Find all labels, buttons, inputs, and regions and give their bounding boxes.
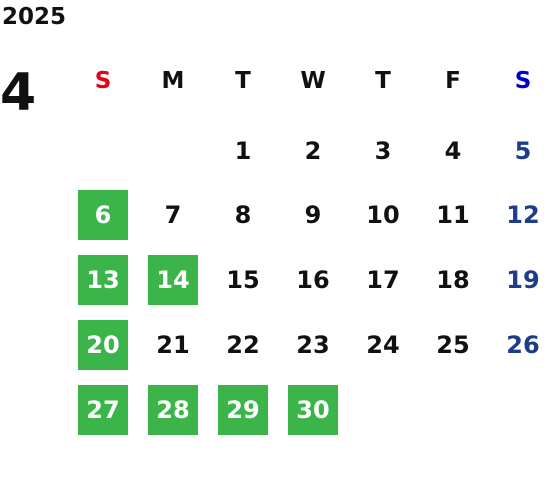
day-number: 9 [304, 201, 322, 229]
calendar-day[interactable]: 7 [138, 190, 208, 240]
calendar-day[interactable]: 9 [278, 190, 348, 240]
weekday-saturday: S [514, 68, 532, 94]
weekday-tuesday: T [235, 68, 251, 94]
day-number: 7 [164, 201, 182, 229]
calendar-empty-cell [68, 126, 138, 176]
calendar-day[interactable]: 14 [138, 255, 208, 305]
day-number: 26 [506, 331, 540, 359]
calendar-day[interactable]: 28 [138, 385, 208, 435]
calendar-day[interactable]: 3 [348, 126, 418, 176]
day-number: 1 [234, 137, 252, 165]
day-number: 12 [506, 201, 540, 229]
day-number: 13 [78, 255, 128, 305]
day-number [358, 385, 408, 435]
calendar-day[interactable]: 6 [68, 190, 138, 240]
calendar-week: 1 2 3 4 5 [68, 126, 548, 176]
day-number [498, 385, 548, 435]
calendar-week: 27 28 29 30 [68, 385, 548, 435]
calendar-day[interactable]: 24 [348, 320, 418, 370]
calendar-empty-cell [348, 385, 418, 435]
calendar-empty-cell [488, 385, 548, 435]
day-number: 3 [374, 137, 392, 165]
weekday-header: S M T W T F S [68, 62, 548, 100]
calendar-day[interactable]: 4 [418, 126, 488, 176]
calendar-day[interactable]: 15 [208, 255, 278, 305]
day-number: 5 [514, 137, 532, 165]
calendar-day[interactable]: 20 [68, 320, 138, 370]
calendar-day[interactable]: 2 [278, 126, 348, 176]
day-number: 4 [444, 137, 462, 165]
calendar-week: 13 14 15 16 17 18 19 [68, 255, 548, 305]
calendar-day[interactable]: 26 [488, 320, 548, 370]
day-number: 20 [78, 320, 128, 370]
weekday-wednesday: W [300, 68, 326, 94]
calendar-day[interactable]: 19 [488, 255, 548, 305]
calendar-day[interactable]: 25 [418, 320, 488, 370]
weekday-thursday: T [375, 68, 391, 94]
calendar-empty-cell [418, 385, 488, 435]
calendar-day[interactable]: 8 [208, 190, 278, 240]
day-number: 21 [156, 331, 190, 359]
calendar-day[interactable]: 5 [488, 126, 548, 176]
day-number: 22 [226, 331, 260, 359]
day-number: 2 [304, 137, 322, 165]
day-number: 11 [436, 201, 470, 229]
day-number: 30 [288, 385, 338, 435]
weekday-sunday: S [94, 68, 112, 94]
day-number: 27 [78, 385, 128, 435]
day-number: 8 [234, 201, 252, 229]
calendar-week: 20 21 22 23 24 25 26 [68, 320, 548, 370]
day-number [78, 126, 128, 176]
calendar-empty-cell [138, 126, 208, 176]
day-number: 19 [506, 266, 540, 294]
calendar-day[interactable]: 29 [208, 385, 278, 435]
day-number [428, 385, 478, 435]
day-number: 23 [296, 331, 330, 359]
calendar-day[interactable]: 11 [418, 190, 488, 240]
calendar-day[interactable]: 23 [278, 320, 348, 370]
day-number: 14 [148, 255, 198, 305]
calendar-day[interactable]: 17 [348, 255, 418, 305]
calendar-day[interactable]: 10 [348, 190, 418, 240]
calendar-day[interactable]: 27 [68, 385, 138, 435]
calendar-day[interactable]: 22 [208, 320, 278, 370]
day-number: 15 [226, 266, 260, 294]
calendar-day[interactable]: 16 [278, 255, 348, 305]
weekday-monday: M [161, 68, 185, 94]
day-number: 17 [366, 266, 400, 294]
calendar-day[interactable]: 18 [418, 255, 488, 305]
calendar-week: 6 7 8 9 10 11 12 [68, 190, 548, 240]
day-number: 29 [218, 385, 268, 435]
day-number: 28 [148, 385, 198, 435]
day-number: 10 [366, 201, 400, 229]
calendar-day[interactable]: 21 [138, 320, 208, 370]
calendar-day[interactable]: 12 [488, 190, 548, 240]
calendar-day[interactable]: 13 [68, 255, 138, 305]
day-number: 24 [366, 331, 400, 359]
day-number [148, 126, 198, 176]
year-label: 2025 [2, 4, 67, 30]
calendar-day[interactable]: 1 [208, 126, 278, 176]
weekday-friday: F [445, 68, 461, 94]
day-number: 25 [436, 331, 470, 359]
day-number: 18 [436, 266, 470, 294]
day-number: 6 [78, 190, 128, 240]
calendar-day[interactable]: 30 [278, 385, 348, 435]
day-number: 16 [296, 266, 330, 294]
month-label: 4 [0, 63, 37, 123]
